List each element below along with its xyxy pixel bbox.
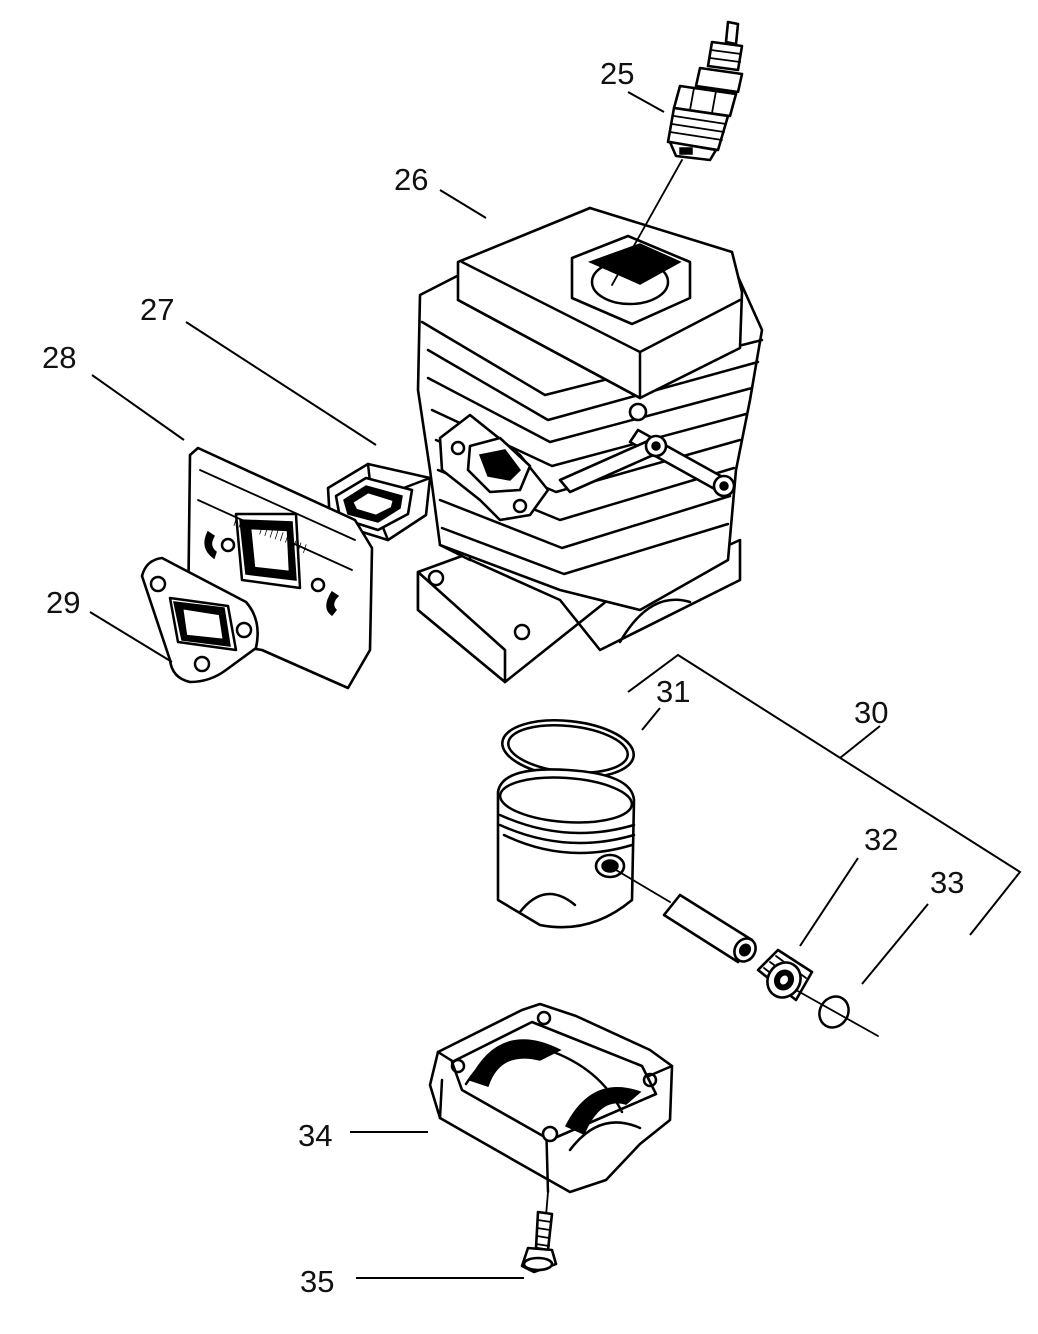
callout-25: 25	[600, 56, 634, 91]
callout-28: 28	[42, 340, 76, 375]
callout-35: 35	[300, 1264, 334, 1299]
piston-pin	[615, 869, 757, 964]
callout-26: 26	[394, 162, 428, 197]
exhaust-gasket	[140, 556, 259, 684]
callout-32: 32	[864, 822, 898, 857]
callout-34: 34	[298, 1118, 332, 1153]
spark-plug	[666, 20, 744, 162]
callout-31: 31	[656, 674, 690, 709]
callout-33: 33	[930, 865, 964, 900]
leader-30	[839, 725, 881, 759]
callout-27: 27	[140, 292, 174, 327]
leader-27	[185, 321, 377, 446]
screw	[520, 1191, 558, 1274]
callout-29: 29	[46, 585, 80, 620]
circlip	[795, 989, 879, 1037]
leader-33	[861, 903, 929, 985]
leader-25	[627, 91, 665, 113]
leader-31	[641, 707, 661, 731]
needle-bearing	[756, 948, 814, 1002]
piston	[496, 768, 636, 929]
kit-bracket-30	[627, 653, 1022, 936]
callout-30: 30	[854, 695, 888, 730]
leader-28	[91, 374, 185, 441]
leader-26	[439, 189, 487, 219]
leader-29	[89, 611, 173, 663]
cylinder	[416, 159, 764, 684]
leader-32	[799, 857, 859, 947]
crankcase-half	[428, 1002, 674, 1194]
